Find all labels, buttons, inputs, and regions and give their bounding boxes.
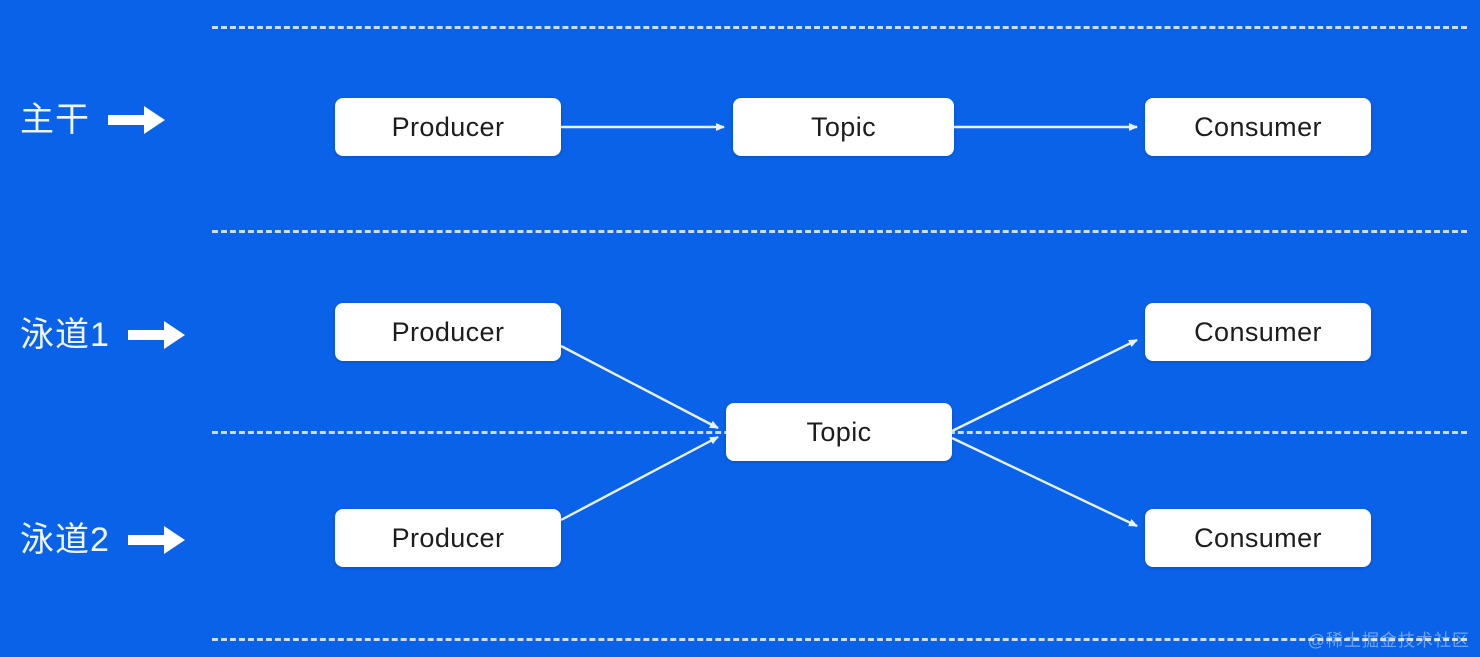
node-trunk-consumer[interactable]: Consumer (1145, 98, 1371, 156)
node-lane2-producer[interactable]: Producer (335, 509, 561, 567)
lane-arrow-icon (127, 526, 185, 554)
node-trunk-topic[interactable]: Topic (733, 98, 954, 156)
edge-topic-lane2-consumer (951, 436, 1138, 528)
lane-divider-bottom (212, 638, 1467, 641)
lane-label-trunk: 主干 (20, 103, 166, 137)
lane-arrow-icon (108, 106, 165, 134)
lane-label-lane1-text: 泳道1 (20, 316, 110, 354)
lane-label-lane2: 泳道2 (20, 523, 186, 557)
lane-divider-middle (212, 230, 1467, 233)
edge-lane2-producer-topic (560, 435, 719, 522)
edge-lane1-producer-topic (560, 344, 719, 430)
lane-label-lane2-text: 泳道2 (20, 521, 110, 559)
lane-arrow-icon (127, 321, 185, 349)
edge-topic-lane1-consumer (951, 338, 1138, 433)
node-shared-topic[interactable]: Topic (726, 403, 952, 461)
lane-label-lane1: 泳道1 (20, 318, 186, 352)
node-lane2-consumer[interactable]: Consumer (1145, 509, 1371, 567)
node-lane1-consumer[interactable]: Consumer (1145, 303, 1371, 361)
lane-label-trunk-text: 主干 (20, 101, 90, 139)
node-lane1-producer[interactable]: Producer (335, 303, 561, 361)
node-trunk-producer[interactable]: Producer (335, 98, 561, 156)
watermark: @稀土掘金技术社区 (1307, 631, 1470, 650)
lane-divider-top (212, 26, 1467, 29)
